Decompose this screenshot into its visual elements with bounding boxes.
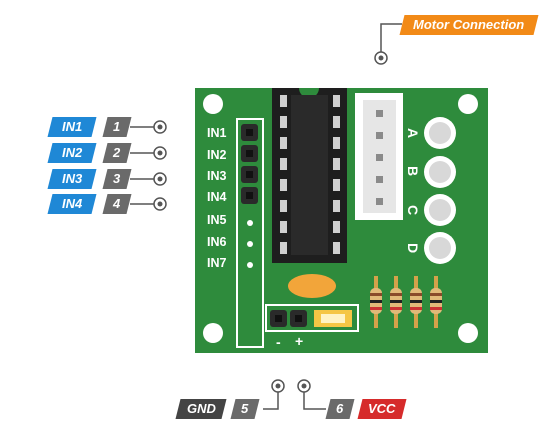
in4-tag: IN4: [47, 194, 97, 214]
in2-number-tag: 2: [102, 143, 132, 163]
resistor: [410, 276, 422, 328]
jumper-plus-label: +: [295, 333, 304, 349]
in4-number-tag: 4: [102, 194, 132, 214]
vcc-tag: VCC: [357, 399, 407, 419]
jumper-minus-label: -: [276, 334, 281, 350]
led-d: [424, 232, 456, 264]
motor-leader: [380, 23, 402, 52]
input-leaders: [130, 126, 155, 205]
mounting-holes: [203, 94, 478, 343]
input-connector-dots: [153, 120, 167, 211]
resistor: [390, 276, 402, 328]
leds: [424, 117, 456, 264]
motor-connector-dot: [374, 51, 388, 65]
resistors: [370, 276, 442, 328]
header-pad: [247, 220, 253, 226]
header-pad: [247, 241, 253, 247]
header-pad: [247, 262, 253, 268]
header-pins: [241, 124, 258, 268]
vcc-number-tag: 6: [325, 399, 355, 419]
power-connector-dots: [271, 379, 311, 393]
in1-tag: IN1: [47, 117, 97, 137]
motor-connection-label: Motor Connection: [413, 17, 525, 32]
header-pin: [241, 145, 258, 162]
header-outline: [236, 118, 264, 348]
driver-ic: [272, 88, 347, 263]
header-pin: [241, 124, 258, 141]
power-leaders: [263, 392, 326, 410]
resistor: [370, 276, 382, 328]
mounting-hole: [458, 323, 478, 343]
led-label-a: A: [405, 127, 421, 139]
in1-number-tag: 1: [102, 117, 132, 137]
in3-tag: IN3: [47, 169, 97, 189]
led-b: [424, 156, 456, 188]
pin-label-in2: IN2: [207, 148, 227, 162]
pin-label-in6: IN6: [207, 235, 227, 249]
motor-connector: [355, 93, 403, 220]
in2-tag: IN2: [47, 143, 97, 163]
led-label-c: C: [405, 204, 421, 216]
pin-label-in1: IN1: [207, 126, 227, 140]
pin-label-in4: IN4: [207, 190, 227, 204]
led-c: [424, 194, 456, 226]
gnd-number-tag: 5: [230, 399, 260, 419]
led-label-d: D: [405, 242, 421, 254]
power-jumper: [265, 304, 359, 332]
in3-number-tag: 3: [102, 169, 132, 189]
motor-connection-tag: Motor Connection: [399, 15, 539, 35]
header-pin: [241, 166, 258, 183]
led-a: [424, 117, 456, 149]
pin-label-in5: IN5: [207, 213, 227, 227]
mounting-hole: [203, 323, 223, 343]
pin-label-in3: IN3: [207, 169, 227, 183]
mounting-hole: [203, 94, 223, 114]
led-label-b: B: [405, 165, 421, 177]
mounting-hole: [458, 94, 478, 114]
capacitor: [288, 274, 336, 298]
resistor: [430, 276, 442, 328]
header-pin: [241, 187, 258, 204]
pin-label-in7: IN7: [207, 256, 227, 270]
gnd-tag: GND: [175, 399, 227, 419]
